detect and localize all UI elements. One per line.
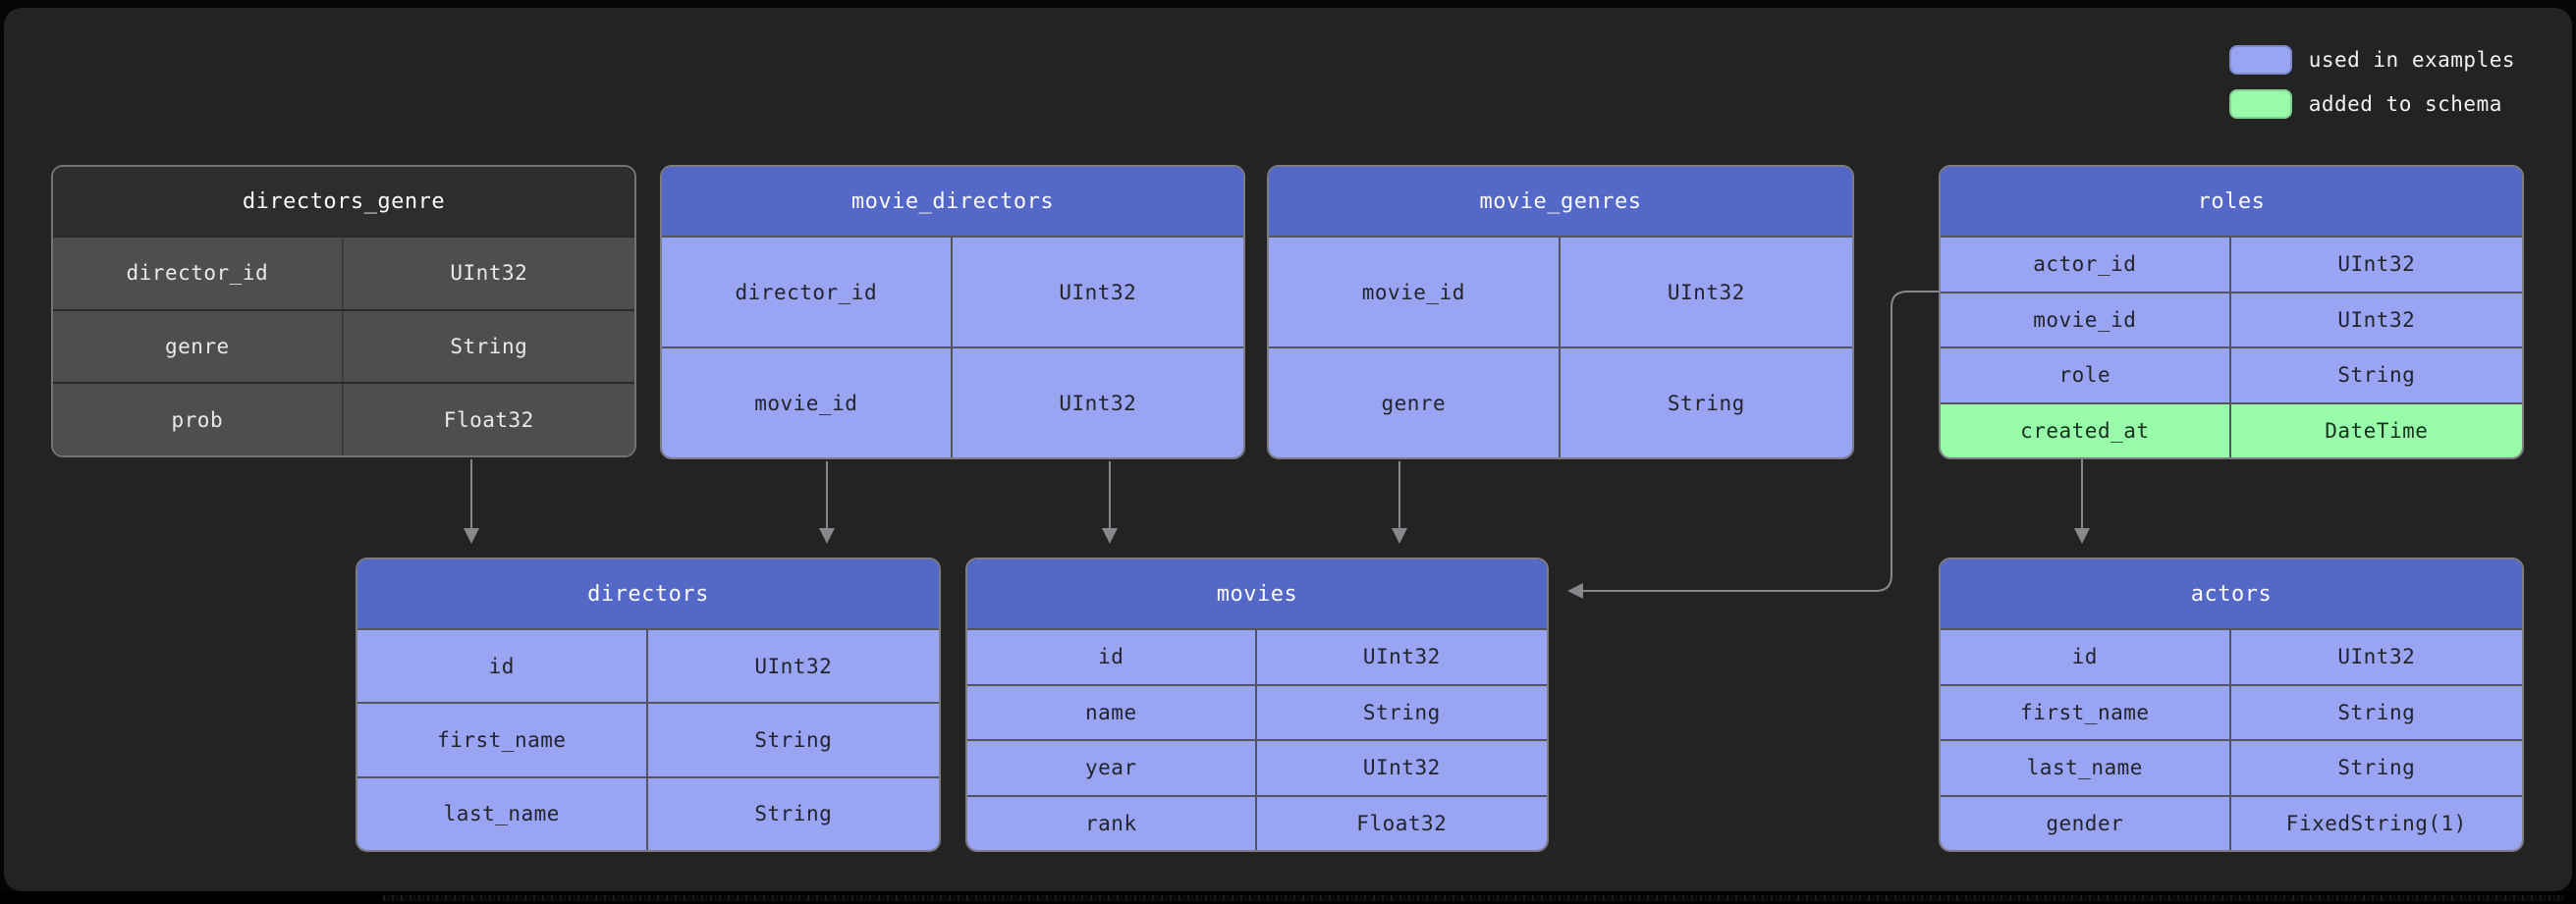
window-bottom-edge — [0, 891, 2576, 904]
column-name: genre — [53, 310, 344, 383]
column-name: year — [967, 741, 1257, 795]
table-row-actor_id: actor_id UInt32 — [1941, 236, 2522, 292]
column-type: UInt32 — [1667, 280, 1745, 304]
column-type: String — [2337, 700, 2416, 724]
table-row-director_id: director_id UInt32 — [662, 236, 1243, 346]
column-name: name — [967, 685, 1257, 739]
column-name: prob — [53, 384, 344, 455]
column-name: genre — [1269, 348, 1561, 457]
column-name: first_name — [357, 704, 648, 776]
background-window-artifact — [383, 895, 2564, 901]
column-name: created_at — [1941, 403, 2231, 457]
table-row-last_name: last_name String — [1941, 739, 2522, 795]
column-type: String — [1667, 391, 1745, 415]
table-row-role: role String — [1941, 346, 2522, 402]
legend: used in examples added to schema — [2228, 45, 2515, 119]
column-type: DateTime — [2325, 418, 2429, 443]
table-row-year: year UInt32 — [967, 739, 1547, 795]
column-type: UInt32 — [1362, 645, 1441, 669]
table-title: movies — [967, 559, 1547, 628]
column-type: UInt32 — [1059, 280, 1137, 304]
column-type: UInt32 — [1362, 756, 1441, 780]
table-title: movie_genres — [1269, 167, 1852, 236]
column-name: first_name — [1941, 685, 2231, 739]
column-name: movie_id — [1269, 238, 1561, 346]
table-row-gender: gender FixedString(1) — [1941, 794, 2522, 850]
table-title: actors — [1941, 559, 2522, 628]
table-row-first_name: first_name String — [357, 702, 939, 776]
column-type: String — [2337, 756, 2416, 780]
table-row-movie_id: movie_id UInt32 — [1269, 236, 1852, 346]
column-type: String — [754, 802, 833, 826]
column-name: last_name — [1941, 741, 2231, 795]
table-row-genre: genre String — [53, 308, 634, 383]
column-name: last_name — [357, 777, 648, 850]
table-row-id: id UInt32 — [1941, 628, 2522, 684]
column-name: id — [967, 630, 1257, 684]
table-title: directors — [357, 559, 939, 628]
table-row-prob: prob Float32 — [53, 382, 634, 455]
table-row-id: id UInt32 — [967, 628, 1547, 684]
table-row-last_name: last_name String — [357, 775, 939, 850]
column-name: role — [1941, 348, 2231, 402]
column-name: director_id — [53, 238, 344, 309]
column-name: actor_id — [1941, 238, 2231, 292]
table-row-id: id UInt32 — [357, 628, 939, 703]
table-row-first_name: first_name String — [1941, 683, 2522, 739]
column-name: movie_id — [662, 348, 953, 457]
table-row-created_at: created_at DateTime — [1941, 401, 2522, 457]
column-name: rank — [967, 796, 1257, 850]
column-type: String — [1362, 700, 1441, 724]
table-row-genre: genre String — [1269, 346, 1852, 457]
column-name: gender — [1941, 796, 2231, 850]
table-row-name: name String — [967, 683, 1547, 739]
column-type: String — [754, 727, 833, 752]
legend-label: added to schema — [2308, 92, 2502, 116]
column-name: id — [357, 630, 648, 703]
column-type: UInt32 — [2337, 645, 2416, 669]
table-title: directors_genre — [53, 167, 634, 236]
column-name: director_id — [662, 238, 953, 346]
column-type: Float32 — [443, 407, 534, 432]
legend-label: used in examples — [2308, 48, 2515, 72]
table-title: roles — [1941, 167, 2522, 236]
column-type: UInt32 — [1059, 391, 1137, 415]
column-type: Float32 — [1356, 811, 1448, 835]
table-title: movie_directors — [662, 167, 1243, 236]
table-row-rank: rank Float32 — [967, 794, 1547, 850]
column-type: String — [450, 335, 528, 358]
table-row-director_id: director_id UInt32 — [53, 236, 634, 309]
legend-item-added-to-schema: added to schema — [2228, 89, 2515, 119]
column-name: movie_id — [1941, 292, 2231, 346]
table-row-movie_id: movie_id UInt32 — [662, 346, 1243, 457]
table-row-movie_id: movie_id UInt32 — [1941, 291, 2522, 346]
column-type: UInt32 — [2337, 252, 2416, 277]
legend-swatch-blue-icon — [2228, 45, 2292, 75]
column-name: id — [1941, 630, 2231, 684]
column-type: UInt32 — [754, 654, 833, 678]
column-type: FixedString(1) — [2285, 811, 2467, 835]
column-type: UInt32 — [450, 261, 528, 286]
legend-swatch-green-icon — [2228, 89, 2292, 119]
column-type: UInt32 — [2337, 307, 2416, 332]
column-type: String — [2337, 363, 2416, 388]
legend-item-used-in-examples: used in examples — [2228, 45, 2515, 75]
